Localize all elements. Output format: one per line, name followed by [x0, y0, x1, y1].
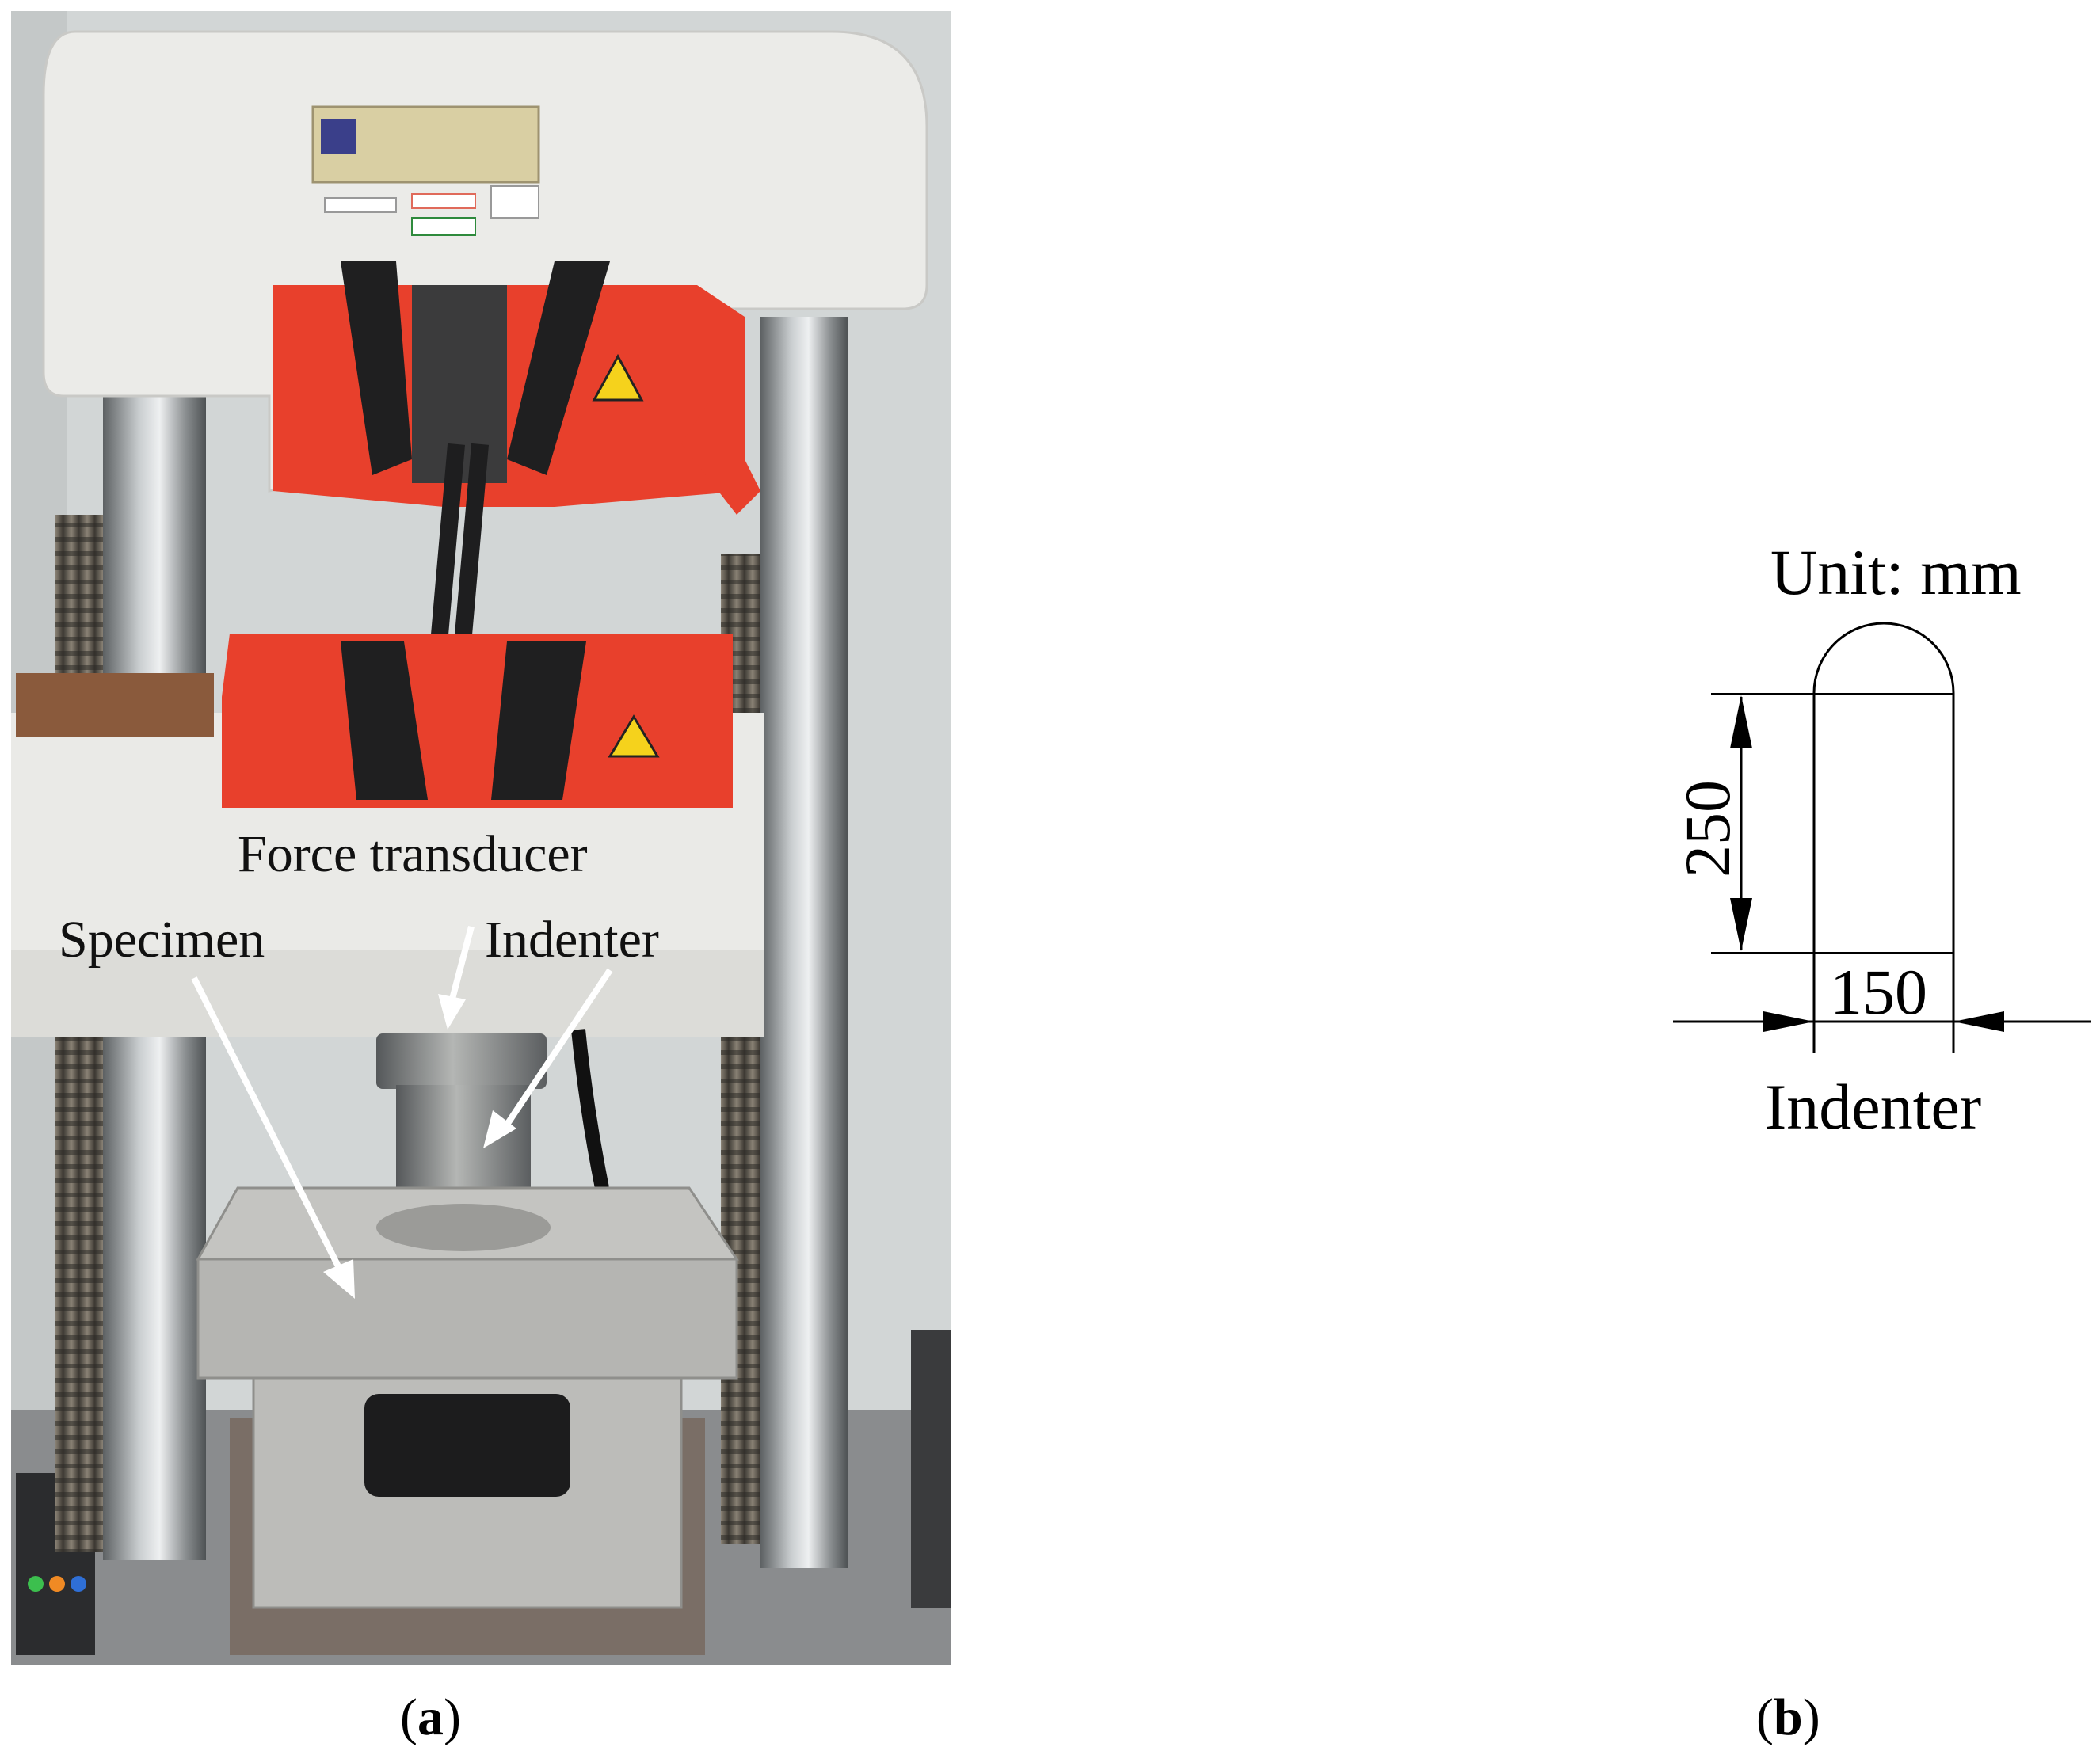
caption-b-open: (: [1756, 1688, 1774, 1746]
caption-a: (a): [400, 1688, 461, 1746]
indenter-label: Indenter: [1765, 1071, 1981, 1143]
power-cable: [571, 1029, 609, 1190]
lower-crosshead-band: [11, 950, 764, 1037]
arrow-force-transducer-head: [438, 994, 466, 1030]
right-equipment: [911, 1330, 951, 1608]
wall-red-graphic: [681, 396, 760, 515]
label-sticker-2: [411, 193, 476, 209]
label-force-transducer: Force transducer: [238, 825, 588, 883]
dim-250-value: 250: [1671, 780, 1744, 877]
upper-left-wedge: [341, 261, 412, 475]
caption-a-letter: a: [417, 1688, 444, 1746]
upper-red-grip: [273, 285, 745, 507]
caption-b-close: ): [1803, 1688, 1820, 1746]
arrow-specimen-head: [323, 1259, 355, 1299]
label-sticker-4: [490, 185, 539, 219]
caption-b-letter: b: [1774, 1688, 1803, 1746]
arrow-indenter-shaft: [504, 968, 613, 1127]
unit-label: Unit: mm: [1770, 536, 2022, 608]
control-green-button: [28, 1576, 44, 1592]
panel-b-diagram: Unit: mm 250 150 Indenter: [1671, 536, 2091, 1143]
lower-right-wedge: [491, 641, 586, 800]
arrow-indenter-head: [483, 1110, 516, 1148]
label-indenter-photo: Indenter: [485, 911, 659, 969]
dim-250-arrow-top: [1730, 695, 1752, 748]
label-specimen: Specimen: [59, 911, 265, 969]
lower-warning-triangle: [608, 714, 660, 758]
upper-right-wedge: [507, 261, 610, 475]
panel-a-photo: Force transducer Specimen Indenter: [11, 11, 951, 1665]
dim-150-arrow-left: [1763, 1011, 1814, 1032]
lower-left-wedge: [341, 641, 428, 800]
copper-collar: [16, 673, 214, 737]
arrow-force-transducer-shaft: [448, 925, 475, 1003]
annotation-arrows: [191, 925, 613, 1299]
logo-mark: [321, 119, 356, 154]
dim-150-value: 150: [1830, 956, 1927, 1028]
caption-b: (b): [1756, 1688, 1820, 1746]
lower-red-grip: [222, 634, 733, 808]
arrow-specimen-shaft: [191, 976, 344, 1273]
label-sticker-1: [324, 197, 397, 213]
specimen-front-face: [196, 1258, 738, 1380]
dim-250-arrow-bottom: [1730, 898, 1752, 951]
force-transducer-body: [376, 1033, 547, 1089]
control-blue-button: [71, 1576, 86, 1592]
dim-150-arrow-right: [1953, 1011, 2004, 1032]
control-orange-button: [49, 1576, 65, 1592]
caption-a-close: ): [444, 1688, 461, 1746]
label-sticker-3: [411, 217, 476, 236]
right-steel-column: [760, 317, 848, 1568]
support-box-window: [364, 1394, 570, 1497]
specimen-indent: [376, 1204, 551, 1251]
upper-warning-triangle: [592, 353, 644, 402]
top-crosshead: [42, 30, 928, 493]
caption-a-open: (: [400, 1688, 417, 1746]
indenter-outline: [1812, 622, 1955, 1053]
